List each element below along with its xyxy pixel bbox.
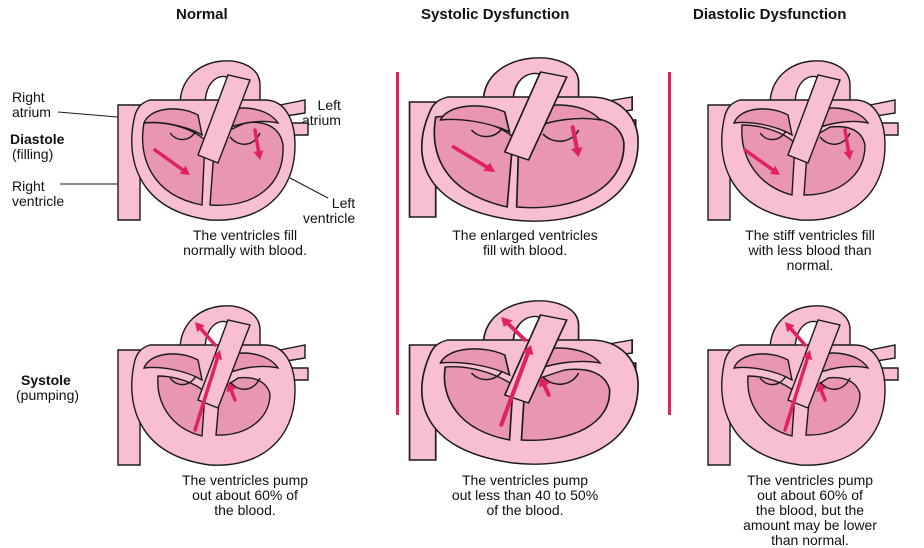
heart-group — [118, 306, 308, 465]
heart-group — [708, 306, 898, 465]
column-title-normal: Normal — [176, 6, 228, 23]
row-label-diastole: Diastole — [10, 132, 64, 147]
heart-diastolic-systole — [700, 290, 910, 470]
caption-diastolic-systole: The ventricles pump out about 60% of the… — [705, 473, 915, 548]
row-sublabel-pumping: (pumping) — [16, 388, 79, 403]
row-sublabel-filling: (filling) — [12, 147, 53, 162]
heart-group — [708, 61, 898, 220]
caption-diastolic-diastole: The stiff ventricles fill with less bloo… — [705, 228, 915, 273]
heart-group — [410, 58, 639, 221]
heart-diastolic-diastole — [700, 45, 910, 225]
heart-group — [410, 301, 639, 464]
label-right-atrium: Right atrium — [12, 90, 51, 120]
column-divider-left — [396, 72, 399, 415]
column-title-diastolic: Diastolic Dysfunction — [693, 6, 846, 23]
caption-systolic-systole: The ventricles pump out less than 40 to … — [415, 473, 635, 518]
column-divider-right — [668, 72, 671, 415]
row-label-systole: Systole — [21, 373, 71, 388]
heart-normal-systole — [110, 290, 320, 470]
heart-systolic-systole — [400, 285, 650, 470]
label-right-ventricle: Right ventricle — [12, 179, 64, 209]
heart-normal-diastole — [110, 45, 320, 225]
heart-systolic-diastole — [400, 42, 650, 227]
caption-normal-systole: The ventricles pump out about 60% of the… — [150, 473, 340, 518]
caption-systolic-diastole: The enlarged ventricles fill with blood. — [415, 228, 635, 258]
heart-group — [118, 61, 308, 220]
caption-normal-diastole: The ventricles fill normally with blood. — [150, 228, 340, 258]
column-title-systolic: Systolic Dysfunction — [421, 6, 569, 23]
